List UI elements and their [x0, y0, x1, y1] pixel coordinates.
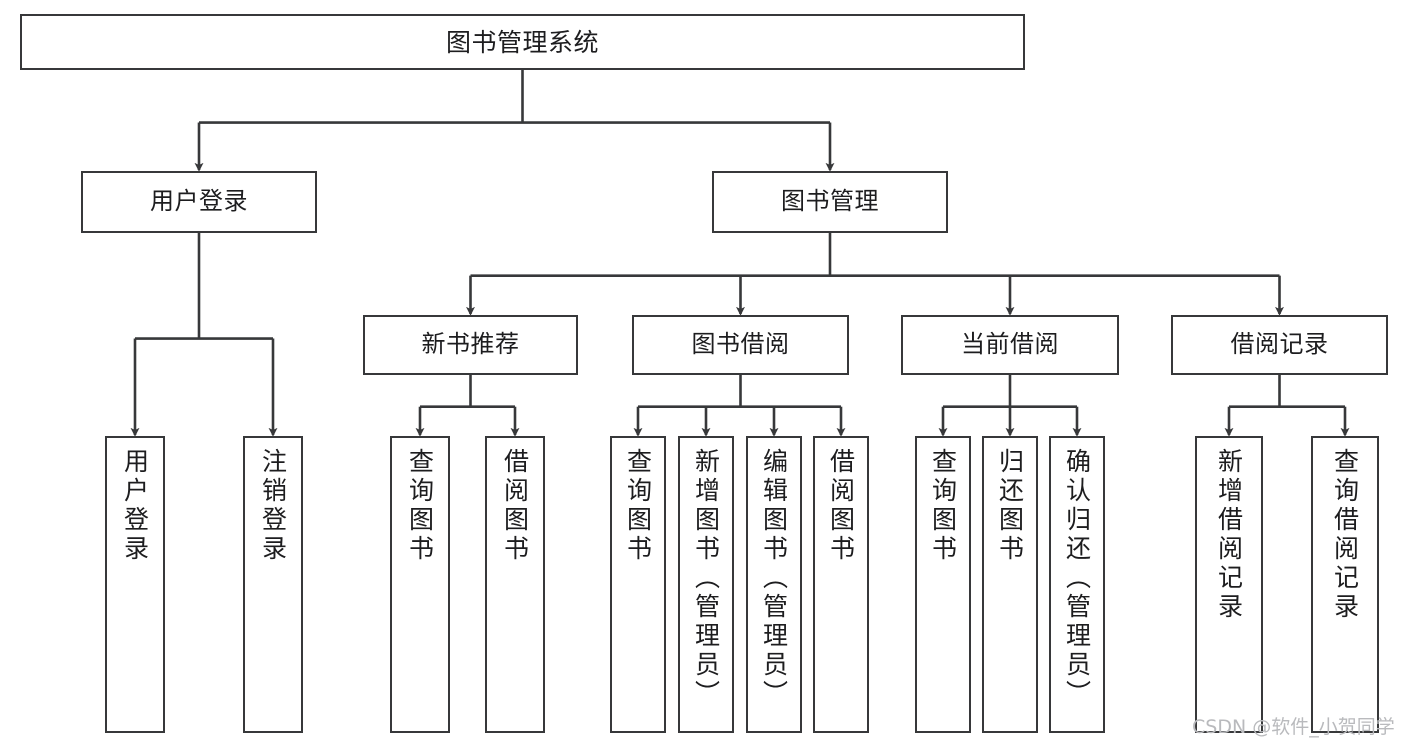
leaf-node-leaf-return-book[interactable]: 归还图书: [982, 436, 1038, 733]
leaf-node-leaf-query-book-rec[interactable]: 查询图书: [390, 436, 450, 733]
leaf-node-leaf-user-login[interactable]: 用户登录: [105, 436, 165, 733]
watermark: CSDN @软件_小贺同学: [1192, 716, 1395, 738]
leaf-node-leaf-query-book[interactable]: 查询图书: [610, 436, 666, 733]
node-label: 图书管理: [781, 187, 879, 216]
node-label: 图书管理系统: [445, 27, 599, 57]
leaf-node-leaf-add-record[interactable]: 新增借阅记录: [1195, 436, 1263, 733]
node-label: 查询图书: [623, 448, 653, 564]
node-label: 查询图书: [928, 448, 958, 564]
node-label: 当前借阅: [961, 330, 1059, 359]
node-book-borrow[interactable]: 图书借阅: [632, 315, 849, 375]
node-label: 归还图书: [995, 448, 1025, 564]
leaf-node-leaf-borrow-book-rec[interactable]: 借阅图书: [485, 436, 545, 733]
node-root[interactable]: 图书管理系统: [20, 14, 1025, 70]
node-label: 查询借阅记录: [1330, 448, 1360, 622]
node-label: 编辑图书（管理员）: [759, 448, 789, 709]
leaf-node-leaf-edit-book[interactable]: 编辑图书（管理员）: [746, 436, 802, 733]
node-label: 借阅图书: [826, 448, 856, 564]
node-label: 图书借阅: [691, 330, 790, 359]
node-current-borrow[interactable]: 当前借阅: [901, 315, 1119, 375]
node-label: 用户登录: [120, 448, 150, 564]
node-label: 借阅图书: [500, 448, 530, 564]
leaf-node-leaf-logout[interactable]: 注销登录: [243, 436, 303, 733]
node-book-manage[interactable]: 图书管理: [712, 171, 948, 233]
node-label: 新增图书（管理员）: [691, 448, 721, 709]
node-label: 借阅记录: [1230, 330, 1329, 359]
leaf-node-leaf-confirm-return[interactable]: 确认归还（管理员）: [1049, 436, 1105, 733]
leaf-node-leaf-borrow-book[interactable]: 借阅图书: [813, 436, 869, 733]
node-borrow-record[interactable]: 借阅记录: [1171, 315, 1388, 375]
node-new-book-rec[interactable]: 新书推荐: [363, 315, 578, 375]
node-label: 查询图书: [405, 448, 435, 564]
node-label: 用户登录: [150, 187, 248, 216]
node-label: 注销登录: [258, 448, 288, 564]
node-label: 新增借阅记录: [1214, 448, 1244, 622]
leaf-node-leaf-query-record[interactable]: 查询借阅记录: [1311, 436, 1379, 733]
leaf-node-leaf-add-book[interactable]: 新增图书（管理员）: [678, 436, 734, 733]
leaf-node-leaf-query-book-cur[interactable]: 查询图书: [915, 436, 971, 733]
node-label: 新书推荐: [421, 330, 520, 359]
node-user-login[interactable]: 用户登录: [81, 171, 317, 233]
node-label: 确认归还（管理员）: [1062, 448, 1092, 709]
